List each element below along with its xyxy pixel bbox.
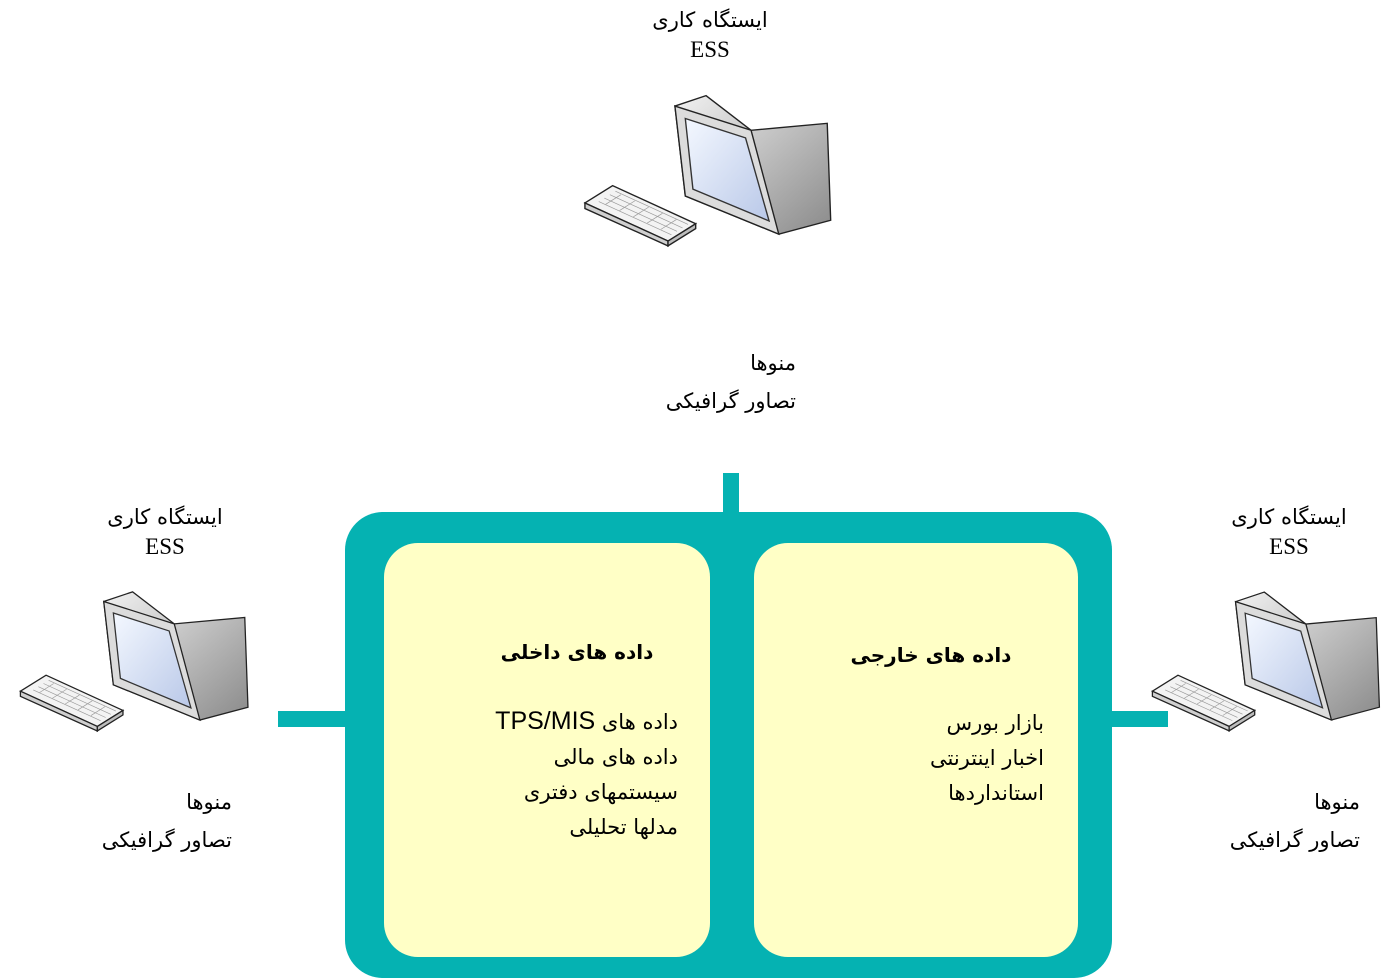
workstation-top-menu-line1: منوها bbox=[750, 351, 796, 375]
internal-data-item-2: داده های مالی bbox=[553, 745, 678, 769]
internal-data-item-4: مدلها تحلیلی bbox=[569, 815, 678, 839]
external-data-item-3: استانداردها bbox=[948, 781, 1044, 805]
workstation-right-subtitle: ESS bbox=[1269, 534, 1309, 559]
workstation-left-menu-line2: تصاور گرافیکی bbox=[101, 828, 232, 852]
external-data-item-1: بازار بورس bbox=[946, 711, 1044, 735]
workstation-top-subtitle: ESS bbox=[690, 37, 730, 62]
workstation-left-label: ایستگاه کاری ESS bbox=[85, 502, 245, 562]
workstation-left-title: ایستگاه کاری bbox=[107, 505, 223, 529]
external-data-panel: داده های خارجی بازار بورس اخبار اینترنتی… bbox=[754, 543, 1078, 957]
connector-left bbox=[278, 711, 350, 727]
computer-workstation-icon bbox=[584, 94, 832, 247]
workstation-right-title: ایستگاه کاری bbox=[1231, 505, 1347, 529]
internal-data-title: داده های داخلی bbox=[500, 640, 654, 664]
connector-top-inner bbox=[723, 512, 739, 532]
connector-top bbox=[723, 473, 739, 521]
workstation-right-label: ایستگاه کاری ESS bbox=[1209, 502, 1369, 562]
external-data-item-2: اخبار اینترنتی bbox=[930, 746, 1044, 770]
internal-data-item-1-tpsmis: TPS/MIS bbox=[495, 707, 596, 735]
workstation-top-label: ایستگاه کاری ESS bbox=[630, 5, 790, 65]
workstation-right-menu-line2: تصاور گرافیکی bbox=[1229, 828, 1360, 852]
workstation-top-title: ایستگاه کاری bbox=[652, 8, 768, 32]
workstation-top-menu-line2: تصاور گرافیکی bbox=[665, 389, 796, 413]
external-data-list: بازار بورس اخبار اینترنتی استانداردها bbox=[854, 706, 1044, 811]
internal-data-item-1-prefix: داده های bbox=[601, 710, 678, 734]
connector-right bbox=[1108, 711, 1168, 727]
computer-workstation-icon bbox=[1151, 591, 1381, 732]
computer-workstation-icon bbox=[19, 591, 249, 732]
workstation-top-menus: منوها تصاور گرافیکی bbox=[600, 344, 796, 420]
internal-data-item-3: سیستمهای دفتری bbox=[523, 780, 678, 804]
workstation-left-subtitle: ESS bbox=[145, 534, 185, 559]
internal-data-panel: داده های داخلی داده های TPS/MIS داده های… bbox=[384, 543, 710, 957]
external-data-title: داده های خارجی bbox=[850, 643, 1012, 667]
internal-data-item-1: داده های TPS/MIS bbox=[444, 704, 678, 740]
workstation-left-menu-line1: منوها bbox=[186, 790, 232, 814]
workstation-left-menus: منوها تصاور گرافیکی bbox=[40, 783, 232, 859]
workstation-right-menu-line1: منوها bbox=[1314, 790, 1360, 814]
workstation-right-menus: منوها تصاور گرافیکی bbox=[1165, 783, 1360, 859]
internal-data-list: داده های TPS/MIS داده های مالی سیستمهای … bbox=[444, 704, 678, 845]
